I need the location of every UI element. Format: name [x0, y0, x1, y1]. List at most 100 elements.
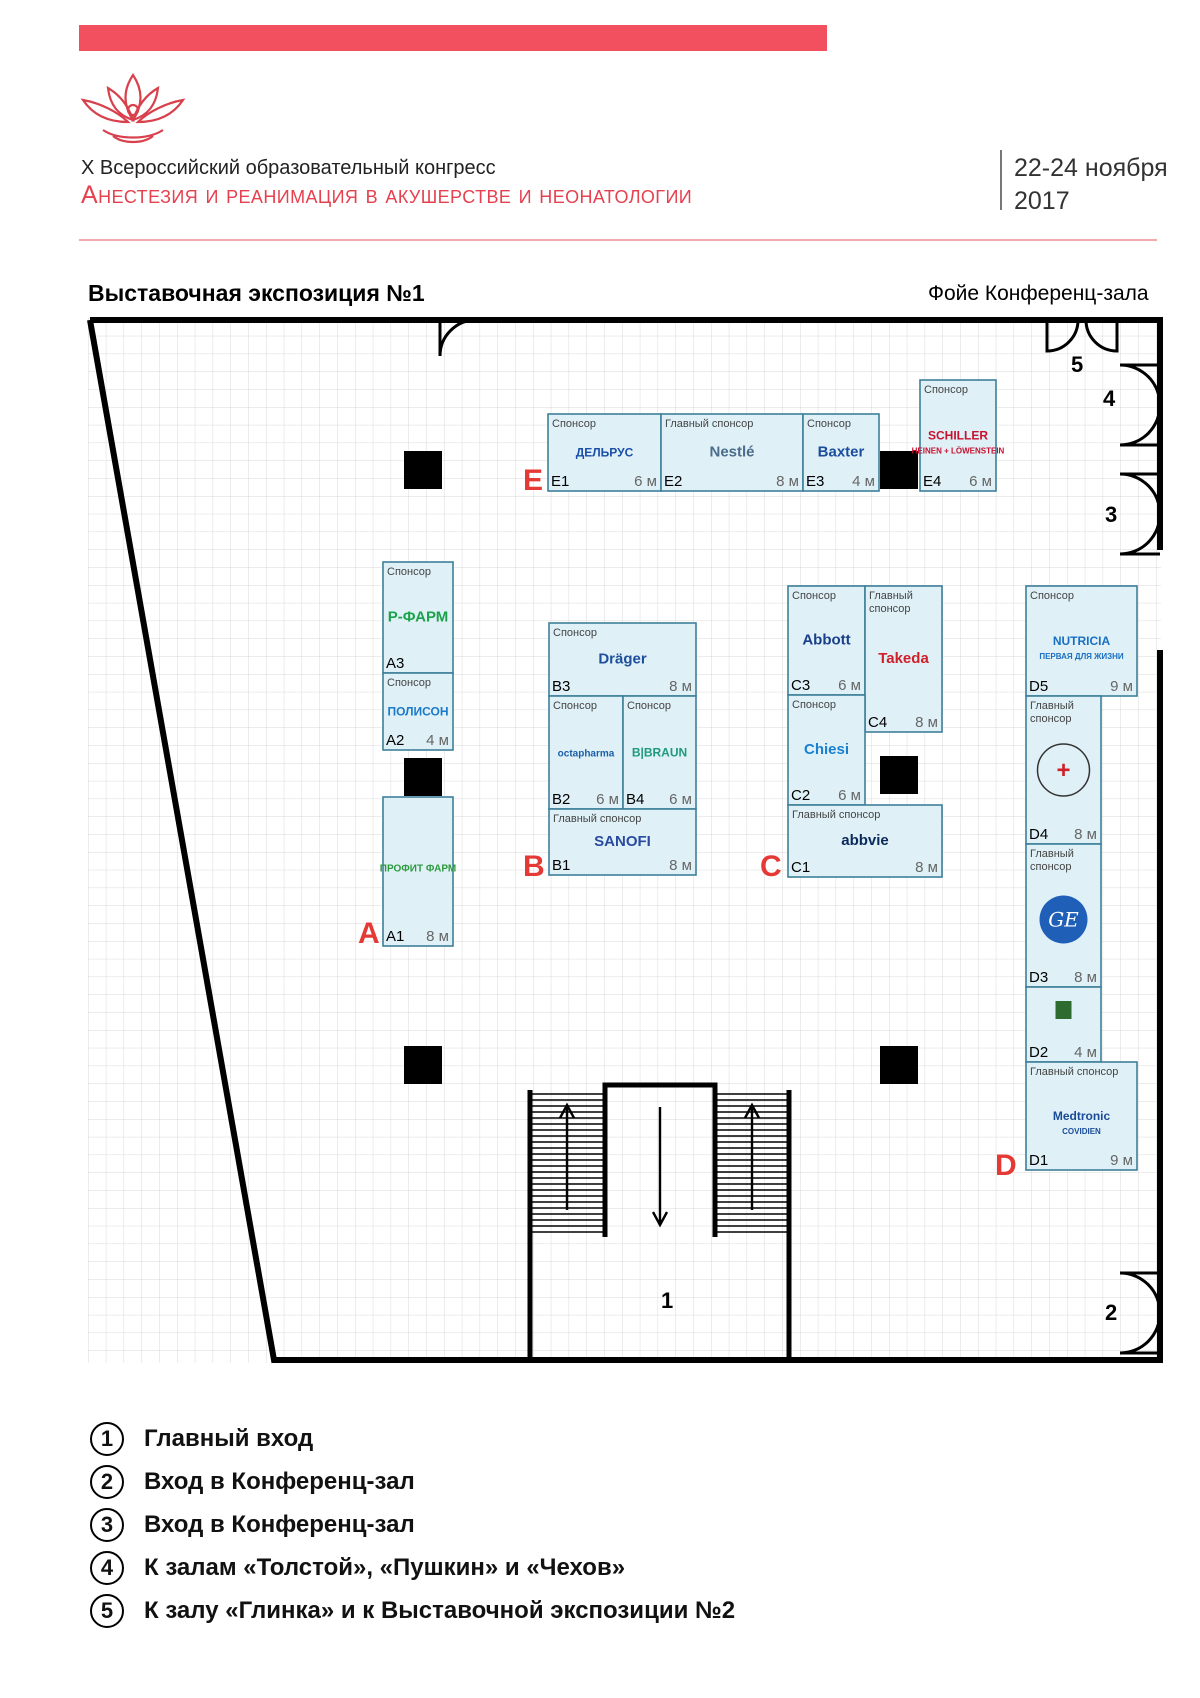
door-number-5: 5	[1071, 352, 1083, 377]
booth-id: C2	[791, 787, 810, 804]
booth-id: A2	[386, 732, 404, 749]
legend-number: 5	[90, 1593, 124, 1628]
booth-size: 6 м	[969, 473, 992, 490]
legend-number: 3	[90, 1507, 124, 1542]
booth-id: B1	[552, 857, 570, 874]
booth-tag: Спонсор	[792, 699, 836, 711]
plan-title: Выставочная экспозиция №1	[88, 280, 425, 306]
booth-tag: Спонсор	[792, 590, 836, 602]
booth-logo: Baxter	[818, 444, 865, 461]
booth-logo: B|BRAUN	[632, 746, 687, 760]
booth-tag: спонсор	[1030, 861, 1072, 873]
booth-id: E1	[551, 473, 569, 490]
booth-logo: octapharma	[558, 749, 615, 760]
booth-size: 6 м	[596, 791, 619, 808]
booth-tag: Главный спонсор	[792, 809, 880, 821]
booth-logo: abbvie	[841, 832, 889, 849]
booth-id: B3	[552, 678, 570, 695]
booth-id: C4	[868, 714, 887, 731]
booth-tag: Главный спонсор	[553, 813, 641, 825]
booth-d2[interactable]: D2 4 м	[1025, 986, 1102, 1063]
booth-size: 8 м	[1074, 826, 1097, 843]
booth-size: 8 м	[776, 473, 799, 490]
event-dates: 22-24 ноября 2017	[1014, 152, 1168, 218]
booth-id: A3	[386, 655, 404, 672]
booth-size: 8 м	[915, 714, 938, 731]
booth-logo-secondary: HEINEN + LÖWENSTEIN	[912, 447, 1005, 456]
booth-box	[1025, 986, 1102, 1063]
booth-tag: Спонсор	[553, 627, 597, 639]
booth-box	[548, 622, 697, 697]
booth-size: 4 м	[852, 473, 875, 490]
booth-id: D5	[1029, 678, 1048, 695]
congress-title: Анестезия и реанимация в акушерстве и не…	[81, 181, 693, 209]
booth-box	[802, 413, 880, 492]
booth-tag: Главный спонсор	[665, 418, 753, 430]
booth-size: 8 м	[1074, 969, 1097, 986]
booth-id: D2	[1029, 1044, 1048, 1061]
booth-logo: Р-ФАРМ	[388, 609, 449, 626]
header-rule	[79, 239, 1157, 241]
booth-size: 8 м	[669, 857, 692, 874]
booth-logo: ПРОФИТ ФАРМ	[380, 864, 457, 875]
booth-tag: Спонсор	[924, 384, 968, 396]
booth-tag: Главный	[1030, 848, 1074, 860]
booth-size: 8 м	[669, 678, 692, 695]
door-number-3: 3	[1105, 502, 1117, 527]
booth-logo: +	[1056, 757, 1070, 784]
booth-box	[382, 796, 454, 947]
booth-logo: ПОЛИСОН	[387, 705, 448, 719]
booth-box	[1025, 585, 1138, 697]
legend-number: 2	[90, 1464, 124, 1499]
booth-box	[787, 694, 866, 806]
booth-box	[1025, 695, 1102, 845]
booth-box	[382, 561, 454, 674]
booth-tag: Спонсор	[553, 700, 597, 712]
booth-tag: спонсор	[869, 603, 911, 615]
plan-location: Фойе Конференц-зала	[928, 282, 1149, 305]
booth-size: 9 м	[1110, 1152, 1133, 1169]
booth-id: D1	[1029, 1152, 1048, 1169]
main-staircase	[527, 1082, 792, 1360]
booth-id: A1	[386, 928, 404, 945]
booth-id: E3	[806, 473, 824, 490]
booth-logo: NUTRICIA	[1053, 634, 1111, 648]
booth-logo: Takeda	[878, 650, 929, 667]
booth-tag: Главный	[869, 590, 913, 602]
door-number-1: 1	[661, 1288, 673, 1313]
booth-tag: Спонсор	[387, 677, 431, 689]
booth-box	[787, 585, 866, 696]
booth-size: 4 м	[1074, 1044, 1097, 1061]
legend-text: К залам «Толстой», «Пушкин» и «Чехов»	[144, 1553, 626, 1581]
booth-tag: Спонсор	[387, 566, 431, 578]
lotus-logo-icon	[80, 73, 186, 144]
booth-logo: SANOFI	[594, 833, 651, 850]
booth-tag: Спонсор	[1030, 590, 1074, 602]
columns	[404, 451, 918, 1084]
booth-logo: GE	[1048, 908, 1079, 932]
